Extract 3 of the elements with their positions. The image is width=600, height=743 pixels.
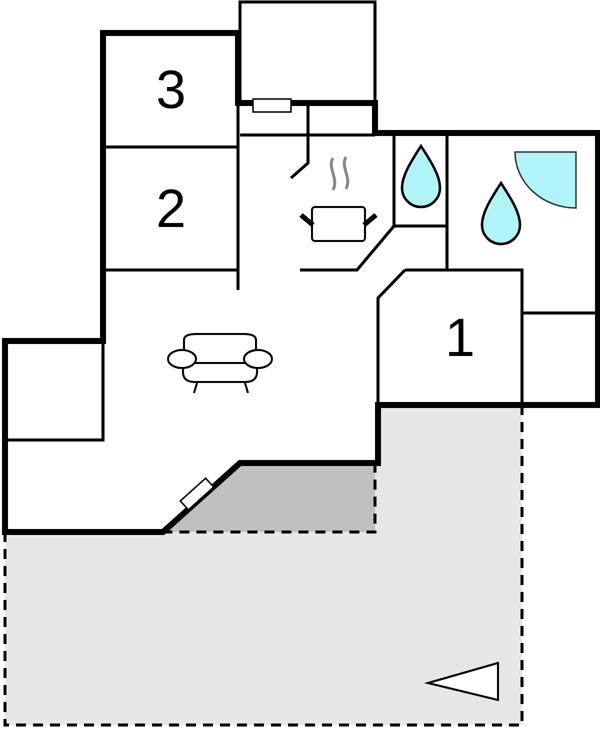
room-number: 3: [156, 63, 186, 117]
room-number: 2: [156, 182, 186, 236]
room-number: 1: [444, 310, 476, 364]
